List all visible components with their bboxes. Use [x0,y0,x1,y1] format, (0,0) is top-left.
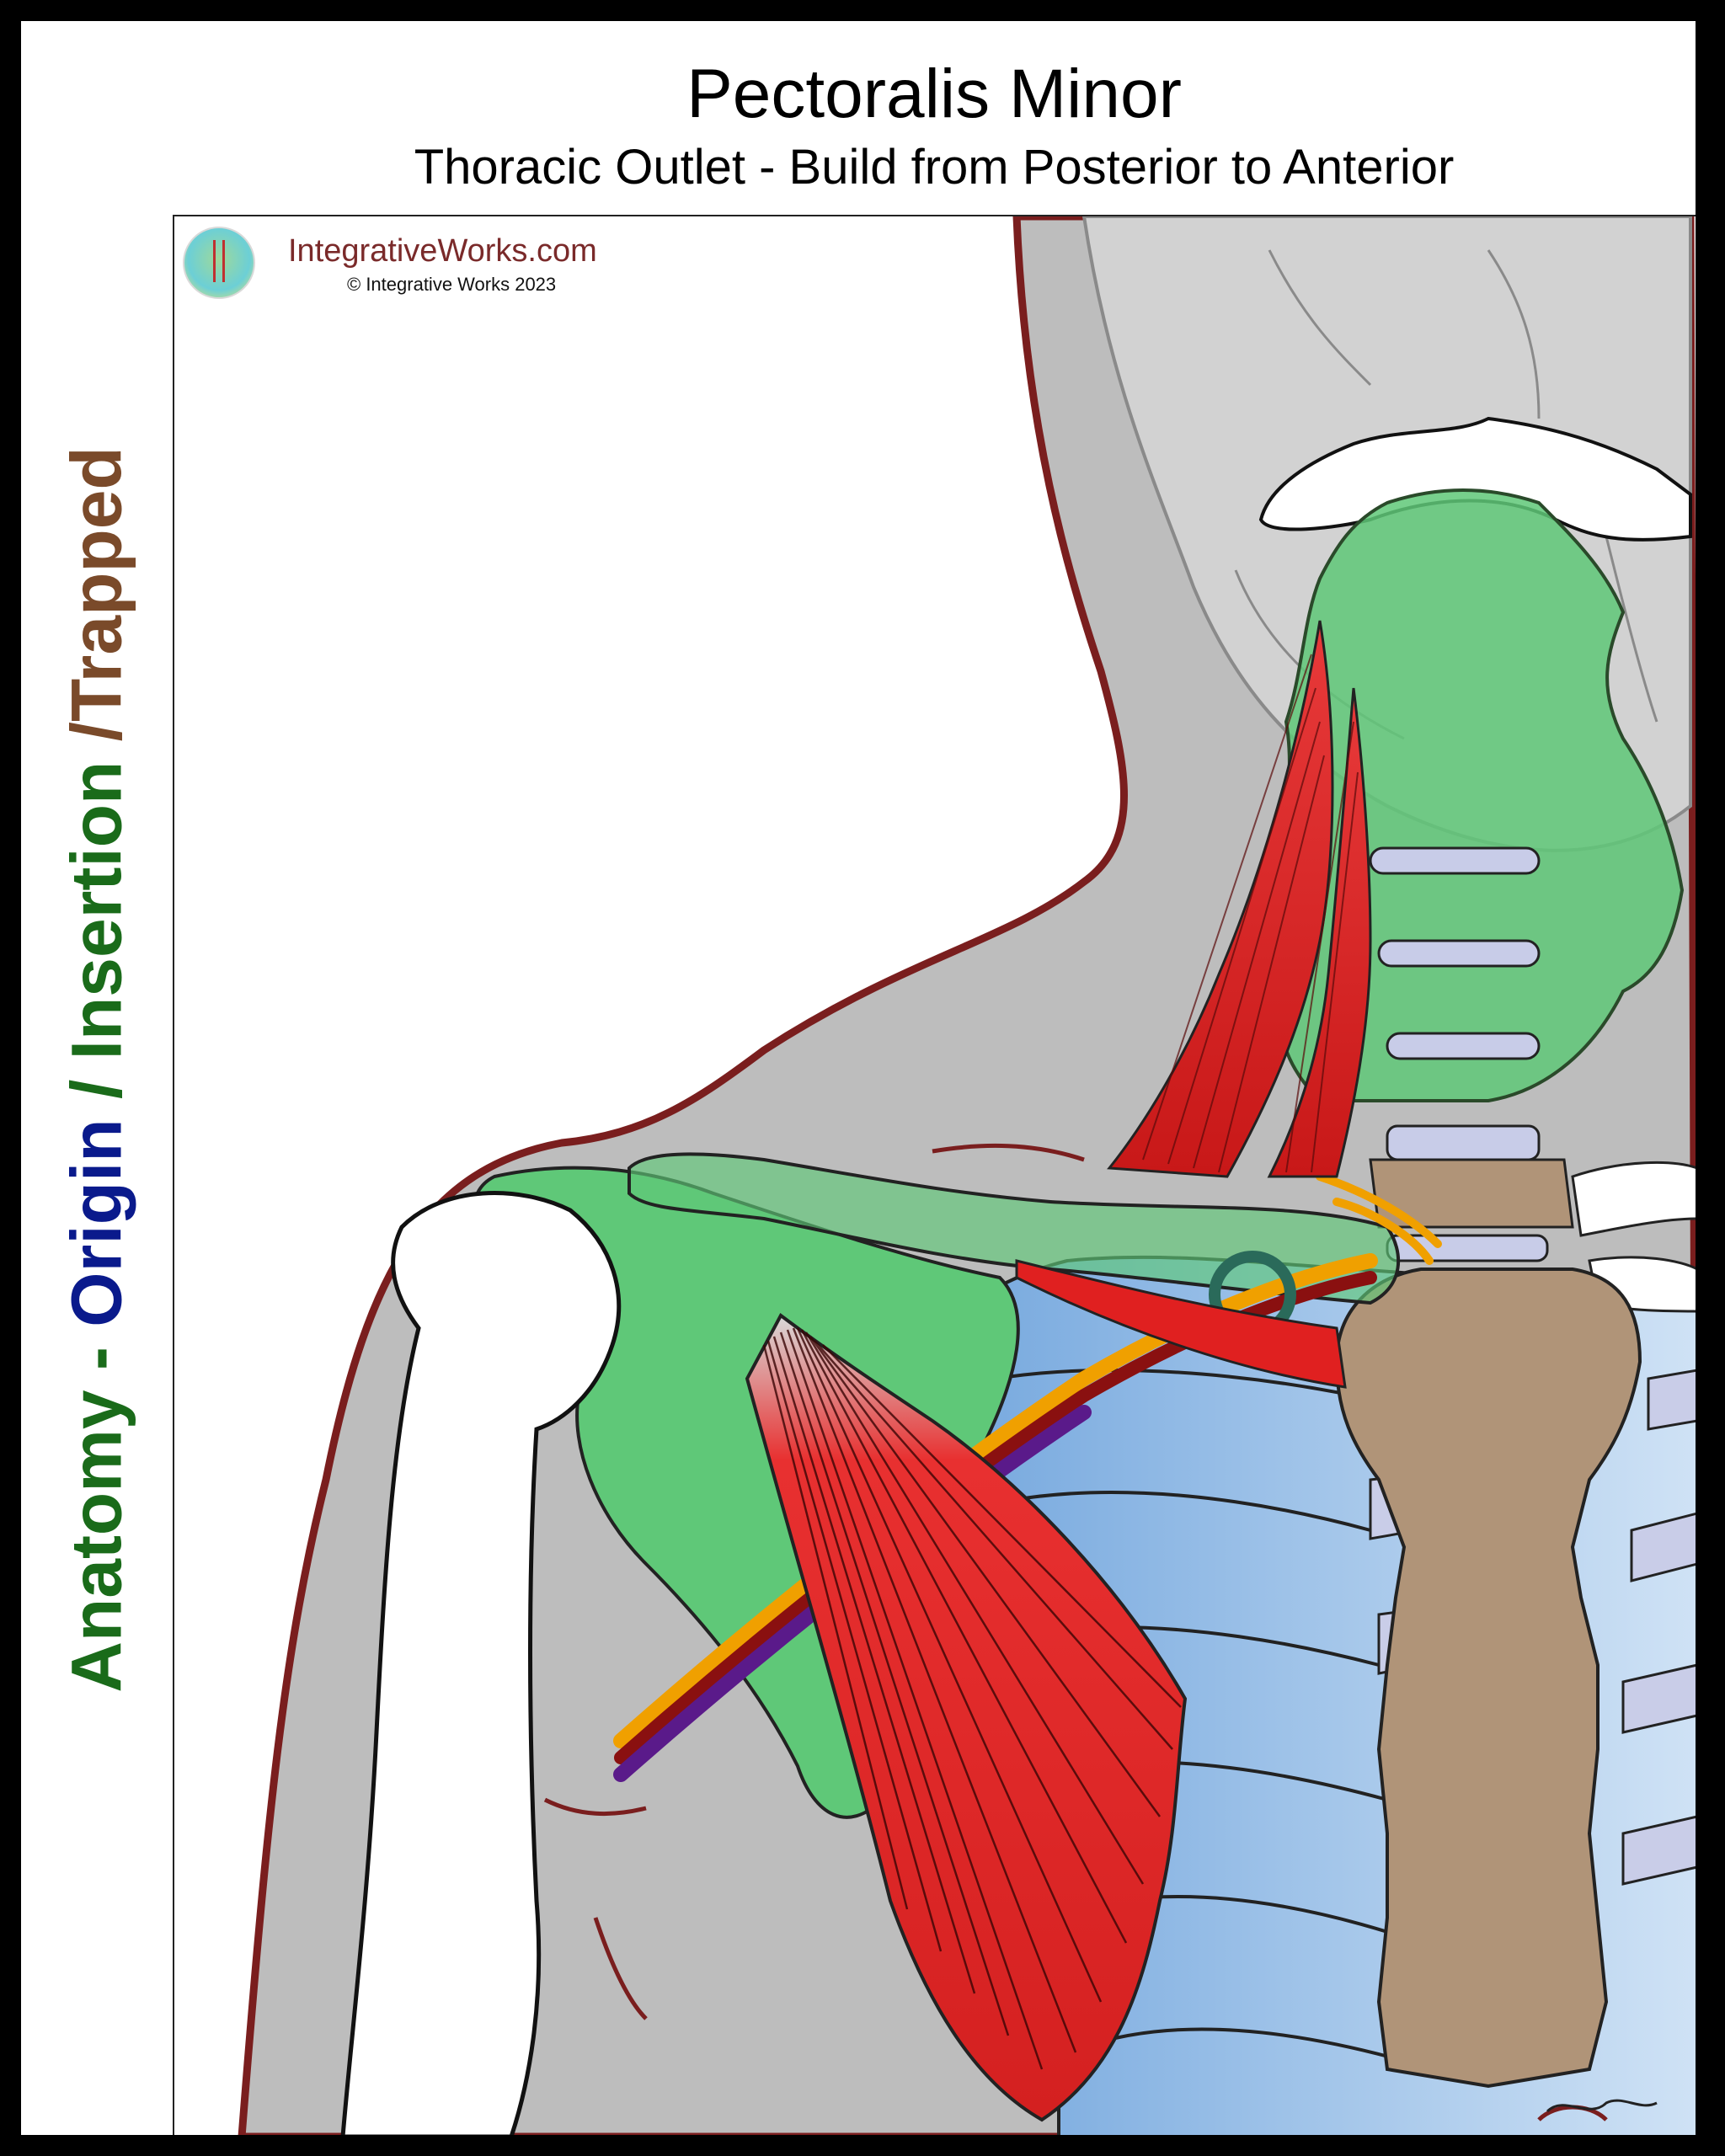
scalene-muscles [1107,620,1372,1178]
page-title: Pectoralis Minor [686,56,1182,132]
side-label-trapped: /Trapped [56,446,136,761]
sternum [1334,1267,1642,2089]
artist-signature [1546,2099,1658,2113]
subclavius-muscle [1015,1259,1347,1389]
side-label: Anatomy - Origin / Insertion /Trapped [56,446,138,1692]
side-label-sep: / [56,1059,136,1119]
header: Pectoralis Minor Thoracic Outlet - Build… [173,21,1696,215]
page-subtitle: Thoracic Outlet - Build from Posterior t… [414,140,1455,195]
vertebral-discs [1369,846,1541,1161]
anatomy-svg [238,216,1696,2135]
pectoralis-minor [745,1313,1188,2122]
humerus [340,1191,622,2135]
integrativeworks-logo [183,227,255,299]
side-band [21,21,173,2135]
brand-name: IntegrativeWorks.com [288,233,597,269]
anatomy-illustration: IntegrativeWorks.com © Integrative Works… [173,215,1696,2135]
copyright-text: © Integrative Works 2023 [347,274,557,295]
clavicle [628,1152,1400,1305]
side-label-anatomy: Anatomy - [56,1326,136,1693]
side-label-origin: Origin [56,1118,136,1327]
skull-detail [1234,249,1658,740]
side-label-insertion: Insertion [56,760,136,1060]
